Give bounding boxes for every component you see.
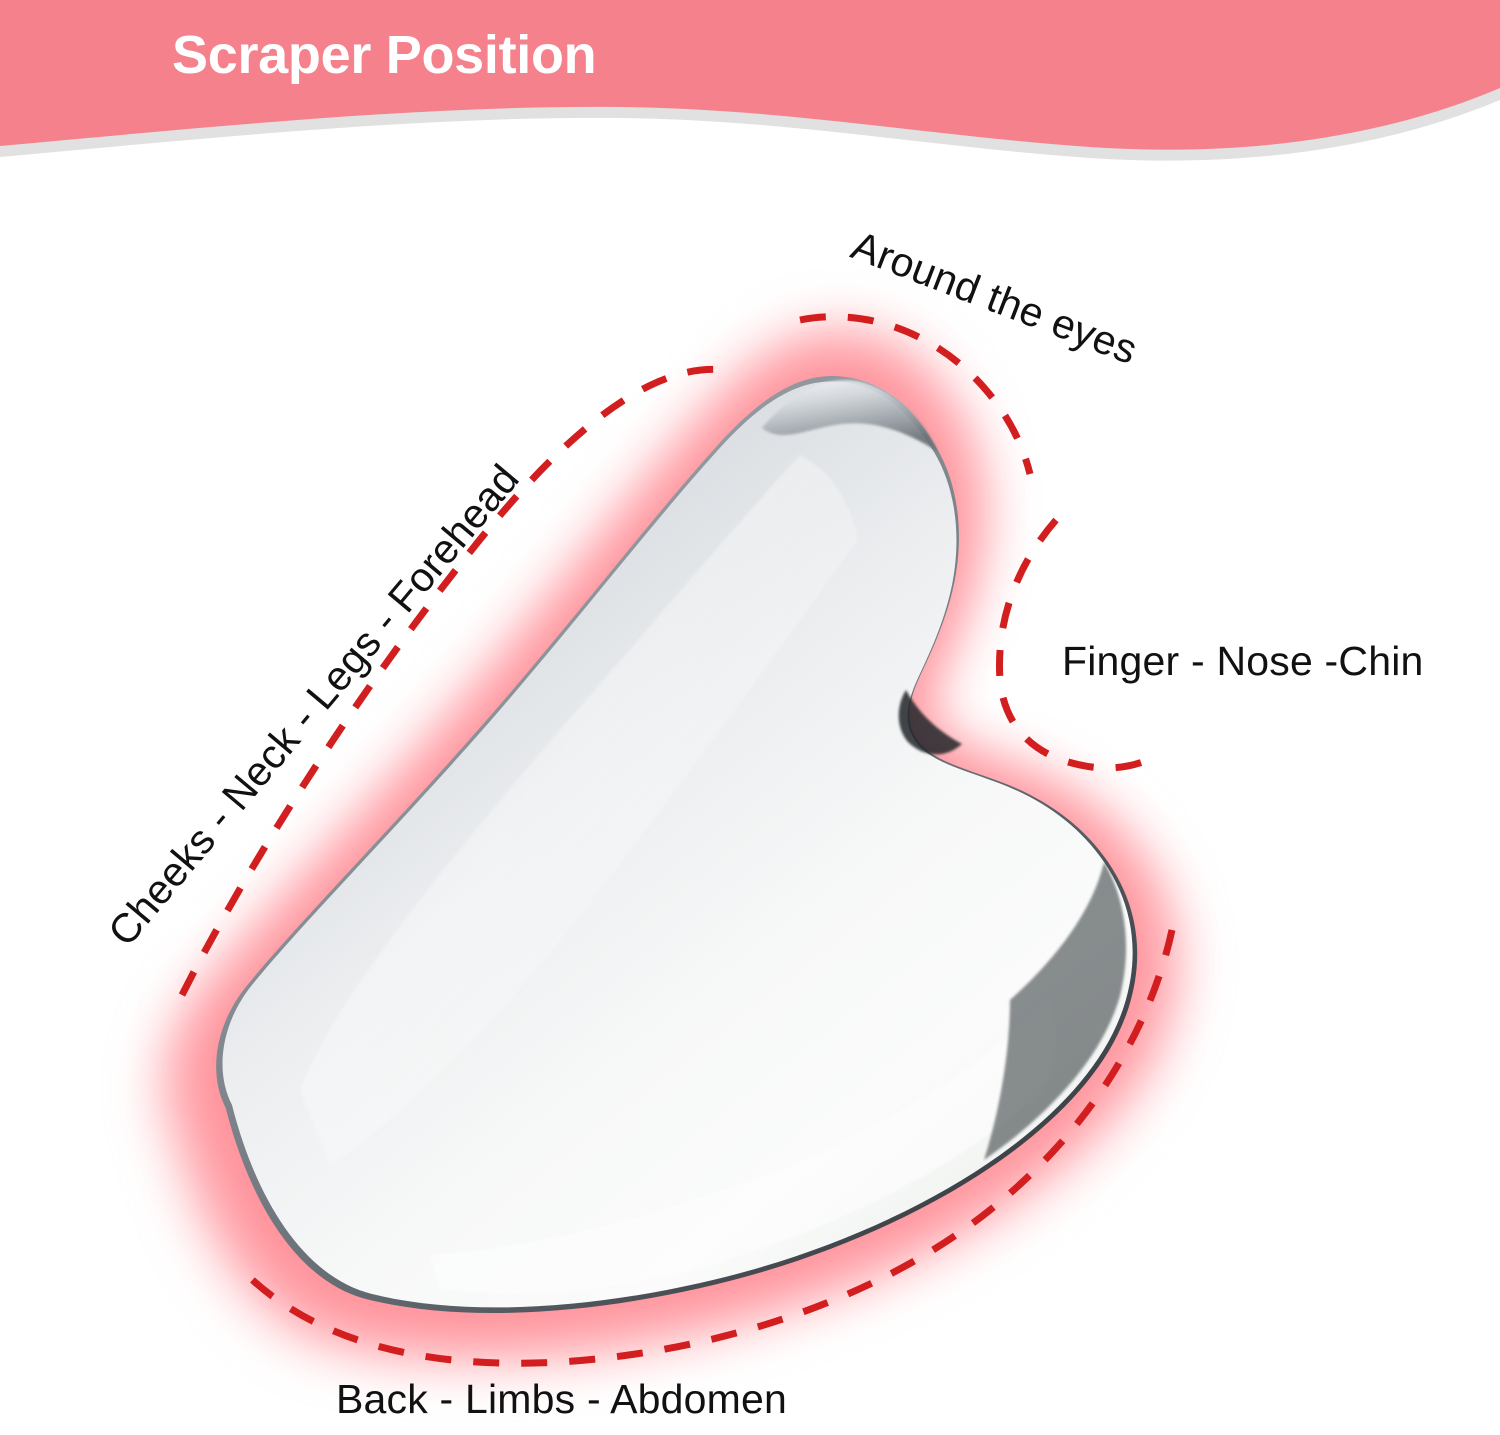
callout-label-back-limbs-abdomen: Back - Limbs - Abdomen	[336, 1376, 788, 1422]
callout-dashed-lines	[178, 313, 1176, 1367]
stone-specular-highlights	[300, 455, 1056, 1294]
stone-notch-shadow	[898, 690, 962, 755]
dashed-line-around-eyes	[799, 313, 1034, 475]
callout-label-finger-nose-chin: Finger - Nose -Chin	[1062, 638, 1424, 684]
stone-lower-right-bevel	[984, 862, 1127, 1160]
dashed-line-cheeks	[178, 365, 725, 997]
dashed-line-finger	[996, 517, 1150, 772]
dashed-line-back	[237, 929, 1176, 1367]
stone-apex-bevel	[762, 380, 938, 452]
